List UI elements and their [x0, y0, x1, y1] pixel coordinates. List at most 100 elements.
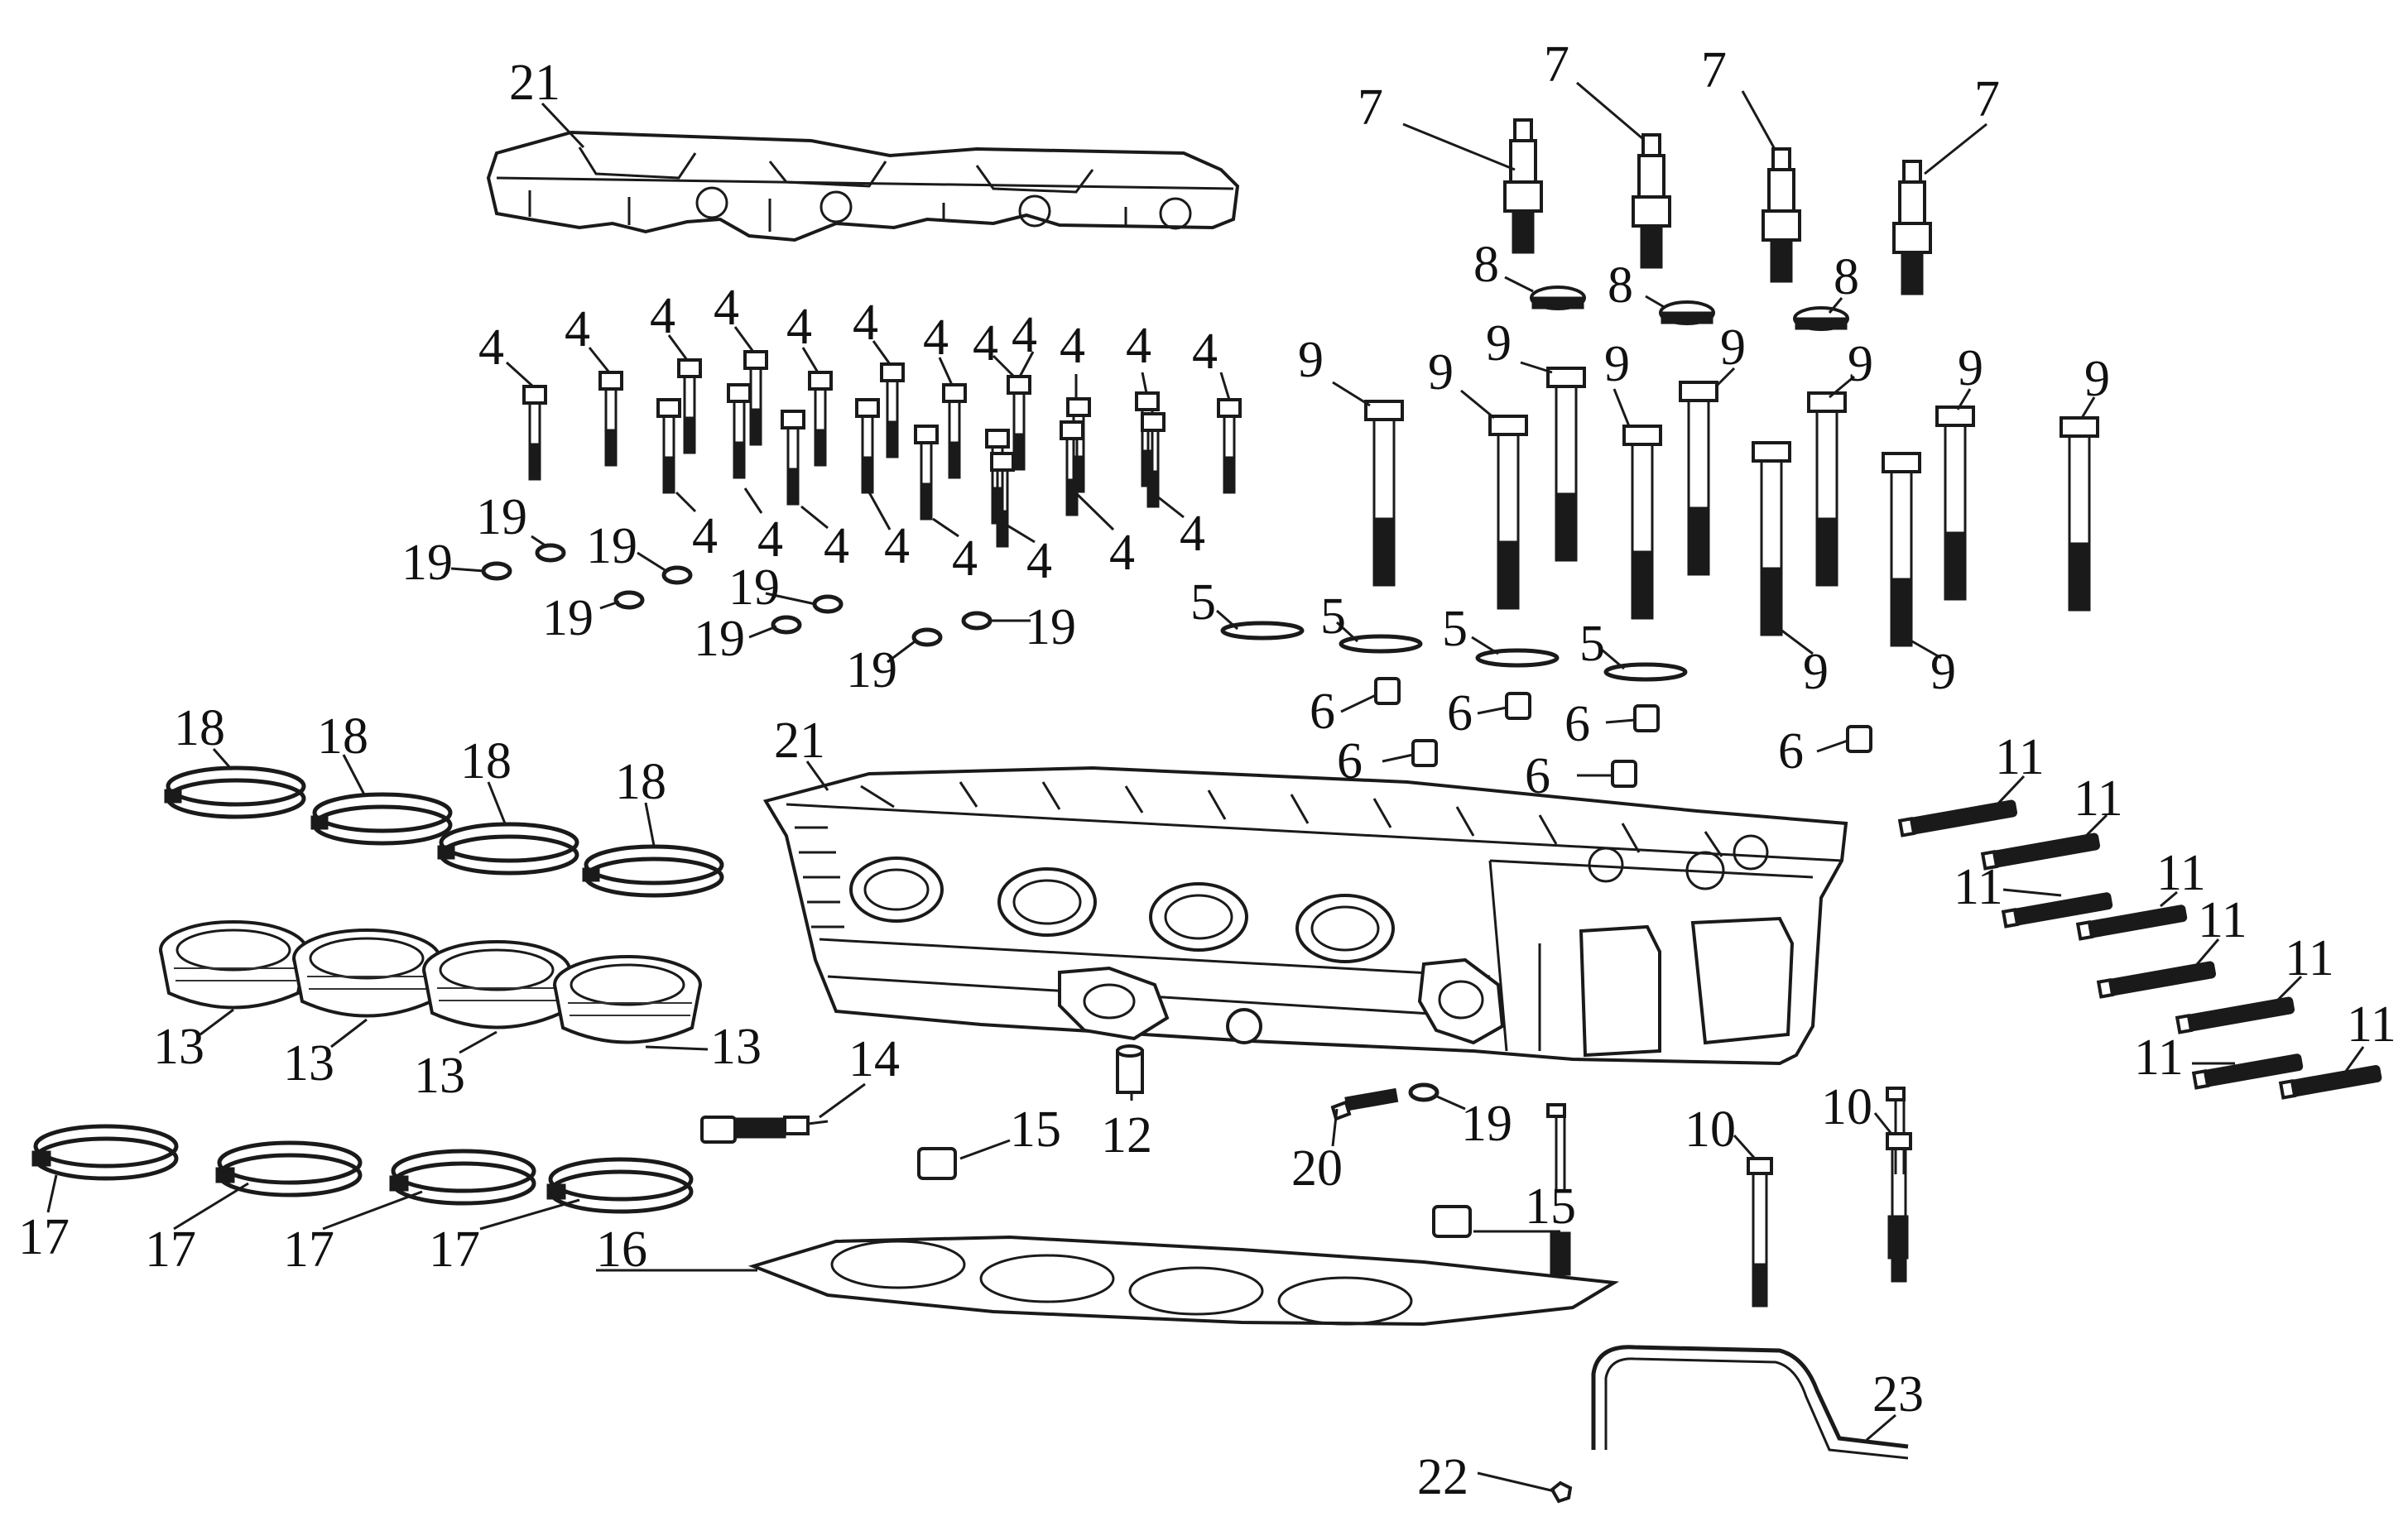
callout-22: 22 — [1417, 1449, 1468, 1505]
callout-21: 21 — [774, 713, 825, 769]
callout-4: 4 — [1026, 533, 1052, 589]
callout-18: 18 — [615, 754, 666, 810]
temperature-sensor-part — [700, 1116, 829, 1144]
bolts-10 — [1747, 1132, 1912, 1308]
studs-11 — [1897, 799, 2382, 1100]
callout-19: 19 — [586, 518, 637, 574]
callout-9: 9 — [1848, 336, 1873, 392]
callout-6: 6 — [1525, 748, 1550, 804]
callout-11: 11 — [1995, 729, 2045, 785]
callout-11: 11 — [2074, 770, 2123, 827]
callout-10: 10 — [1685, 1101, 1736, 1158]
callout-20: 20 — [1291, 1140, 1343, 1197]
camshaft-holder-part — [486, 130, 1240, 242]
callout-9: 9 — [1930, 644, 1956, 700]
callout-4: 4 — [1126, 318, 1151, 374]
callout-11: 11 — [2156, 845, 2206, 901]
callout-13: 13 — [414, 1048, 465, 1104]
callout-7: 7 — [1701, 42, 1727, 98]
callout-7: 7 — [1358, 79, 1383, 136]
callout-19: 19 — [1025, 599, 1076, 655]
callout-4: 4 — [692, 508, 718, 564]
callout-5: 5 — [1190, 574, 1216, 631]
callout-4: 4 — [714, 280, 739, 336]
callout-11: 11 — [2285, 930, 2334, 986]
callout-16: 16 — [596, 1221, 647, 1278]
callout-4: 4 — [884, 518, 910, 574]
callout-8: 8 — [1834, 249, 1859, 305]
callout-7: 7 — [1544, 36, 1569, 93]
callout-19: 19 — [1461, 1096, 1512, 1152]
callout-4: 4 — [1060, 318, 1085, 374]
callout-9: 9 — [1720, 319, 1746, 376]
callout-12: 12 — [1101, 1107, 1152, 1164]
callout-4: 4 — [650, 288, 675, 344]
callout-4: 4 — [1180, 506, 1205, 562]
callout-19: 19 — [476, 489, 527, 545]
callout-4: 4 — [786, 299, 812, 355]
clamps-17 — [31, 1124, 694, 1214]
callout-8: 8 — [1473, 237, 1499, 293]
callout-5: 5 — [1442, 601, 1468, 657]
callout-18: 18 — [460, 733, 512, 789]
callout-4: 4 — [923, 310, 949, 366]
callout-11: 11 — [2347, 996, 2396, 1053]
callout-4: 4 — [478, 319, 504, 376]
callout-labels: 21 21 7 7 7 7 8 8 8 9 9 9 9 9 9 9 9 9 9 … — [18, 36, 2396, 1505]
callout-11: 11 — [2198, 892, 2247, 948]
callout-18: 18 — [317, 708, 368, 765]
callout-8: 8 — [1608, 257, 1633, 314]
clamps-18 — [164, 765, 724, 898]
callout-11: 11 — [2134, 1029, 2184, 1086]
callout-6: 6 — [1310, 684, 1335, 740]
callout-4: 4 — [973, 315, 998, 372]
callout-9: 9 — [2084, 351, 2110, 407]
hose-pipe-part — [1550, 1345, 1909, 1504]
callout-9: 9 — [1486, 315, 1512, 372]
callout-19: 19 — [728, 559, 780, 616]
callout-4: 4 — [824, 518, 849, 574]
head-gasket-part — [747, 1235, 1620, 1327]
plug-seals — [1530, 286, 1849, 331]
callout-4: 4 — [952, 530, 978, 587]
callout-14: 14 — [848, 1031, 900, 1087]
callout-21: 21 — [509, 55, 560, 111]
callout-6: 6 — [1337, 733, 1363, 789]
callout-9: 9 — [1604, 336, 1630, 392]
callout-9: 9 — [1428, 344, 1454, 401]
callout-11: 11 — [1954, 859, 2003, 915]
callout-5: 5 — [1579, 616, 1605, 672]
callout-17: 17 — [145, 1221, 196, 1278]
callout-6: 6 — [1564, 696, 1590, 752]
callout-9: 9 — [1298, 332, 1324, 388]
o-rings-5 — [1220, 621, 1688, 682]
callout-6: 6 — [1778, 723, 1804, 780]
callout-4: 4 — [1012, 307, 1037, 363]
intake-boots-13 — [159, 920, 702, 1044]
callout-23: 23 — [1872, 1366, 1924, 1423]
callout-4: 4 — [1109, 525, 1135, 581]
callout-15: 15 — [1525, 1178, 1576, 1235]
spark-plugs — [1503, 118, 1932, 295]
callout-18: 18 — [174, 700, 225, 756]
callout-10: 10 — [1821, 1079, 1872, 1135]
leader-lines — [46, 81, 2365, 1493]
callout-4: 4 — [565, 301, 590, 358]
callout-13: 13 — [710, 1019, 762, 1075]
callout-9: 9 — [1958, 340, 1983, 396]
camshaft-cap-bolts — [522, 350, 1242, 548]
callout-19: 19 — [542, 590, 594, 646]
callout-5: 5 — [1320, 588, 1346, 645]
callout-6: 6 — [1447, 685, 1473, 741]
callout-17: 17 — [18, 1209, 70, 1265]
callout-9: 9 — [1803, 644, 1829, 700]
callout-13: 13 — [153, 1019, 204, 1075]
dowel-pins — [1374, 677, 1872, 788]
callout-4: 4 — [757, 511, 783, 568]
callout-19: 19 — [846, 642, 897, 698]
cylinder-head-bolts — [1364, 367, 2099, 647]
callout-15: 15 — [1010, 1101, 1061, 1158]
callout-13: 13 — [283, 1035, 334, 1092]
